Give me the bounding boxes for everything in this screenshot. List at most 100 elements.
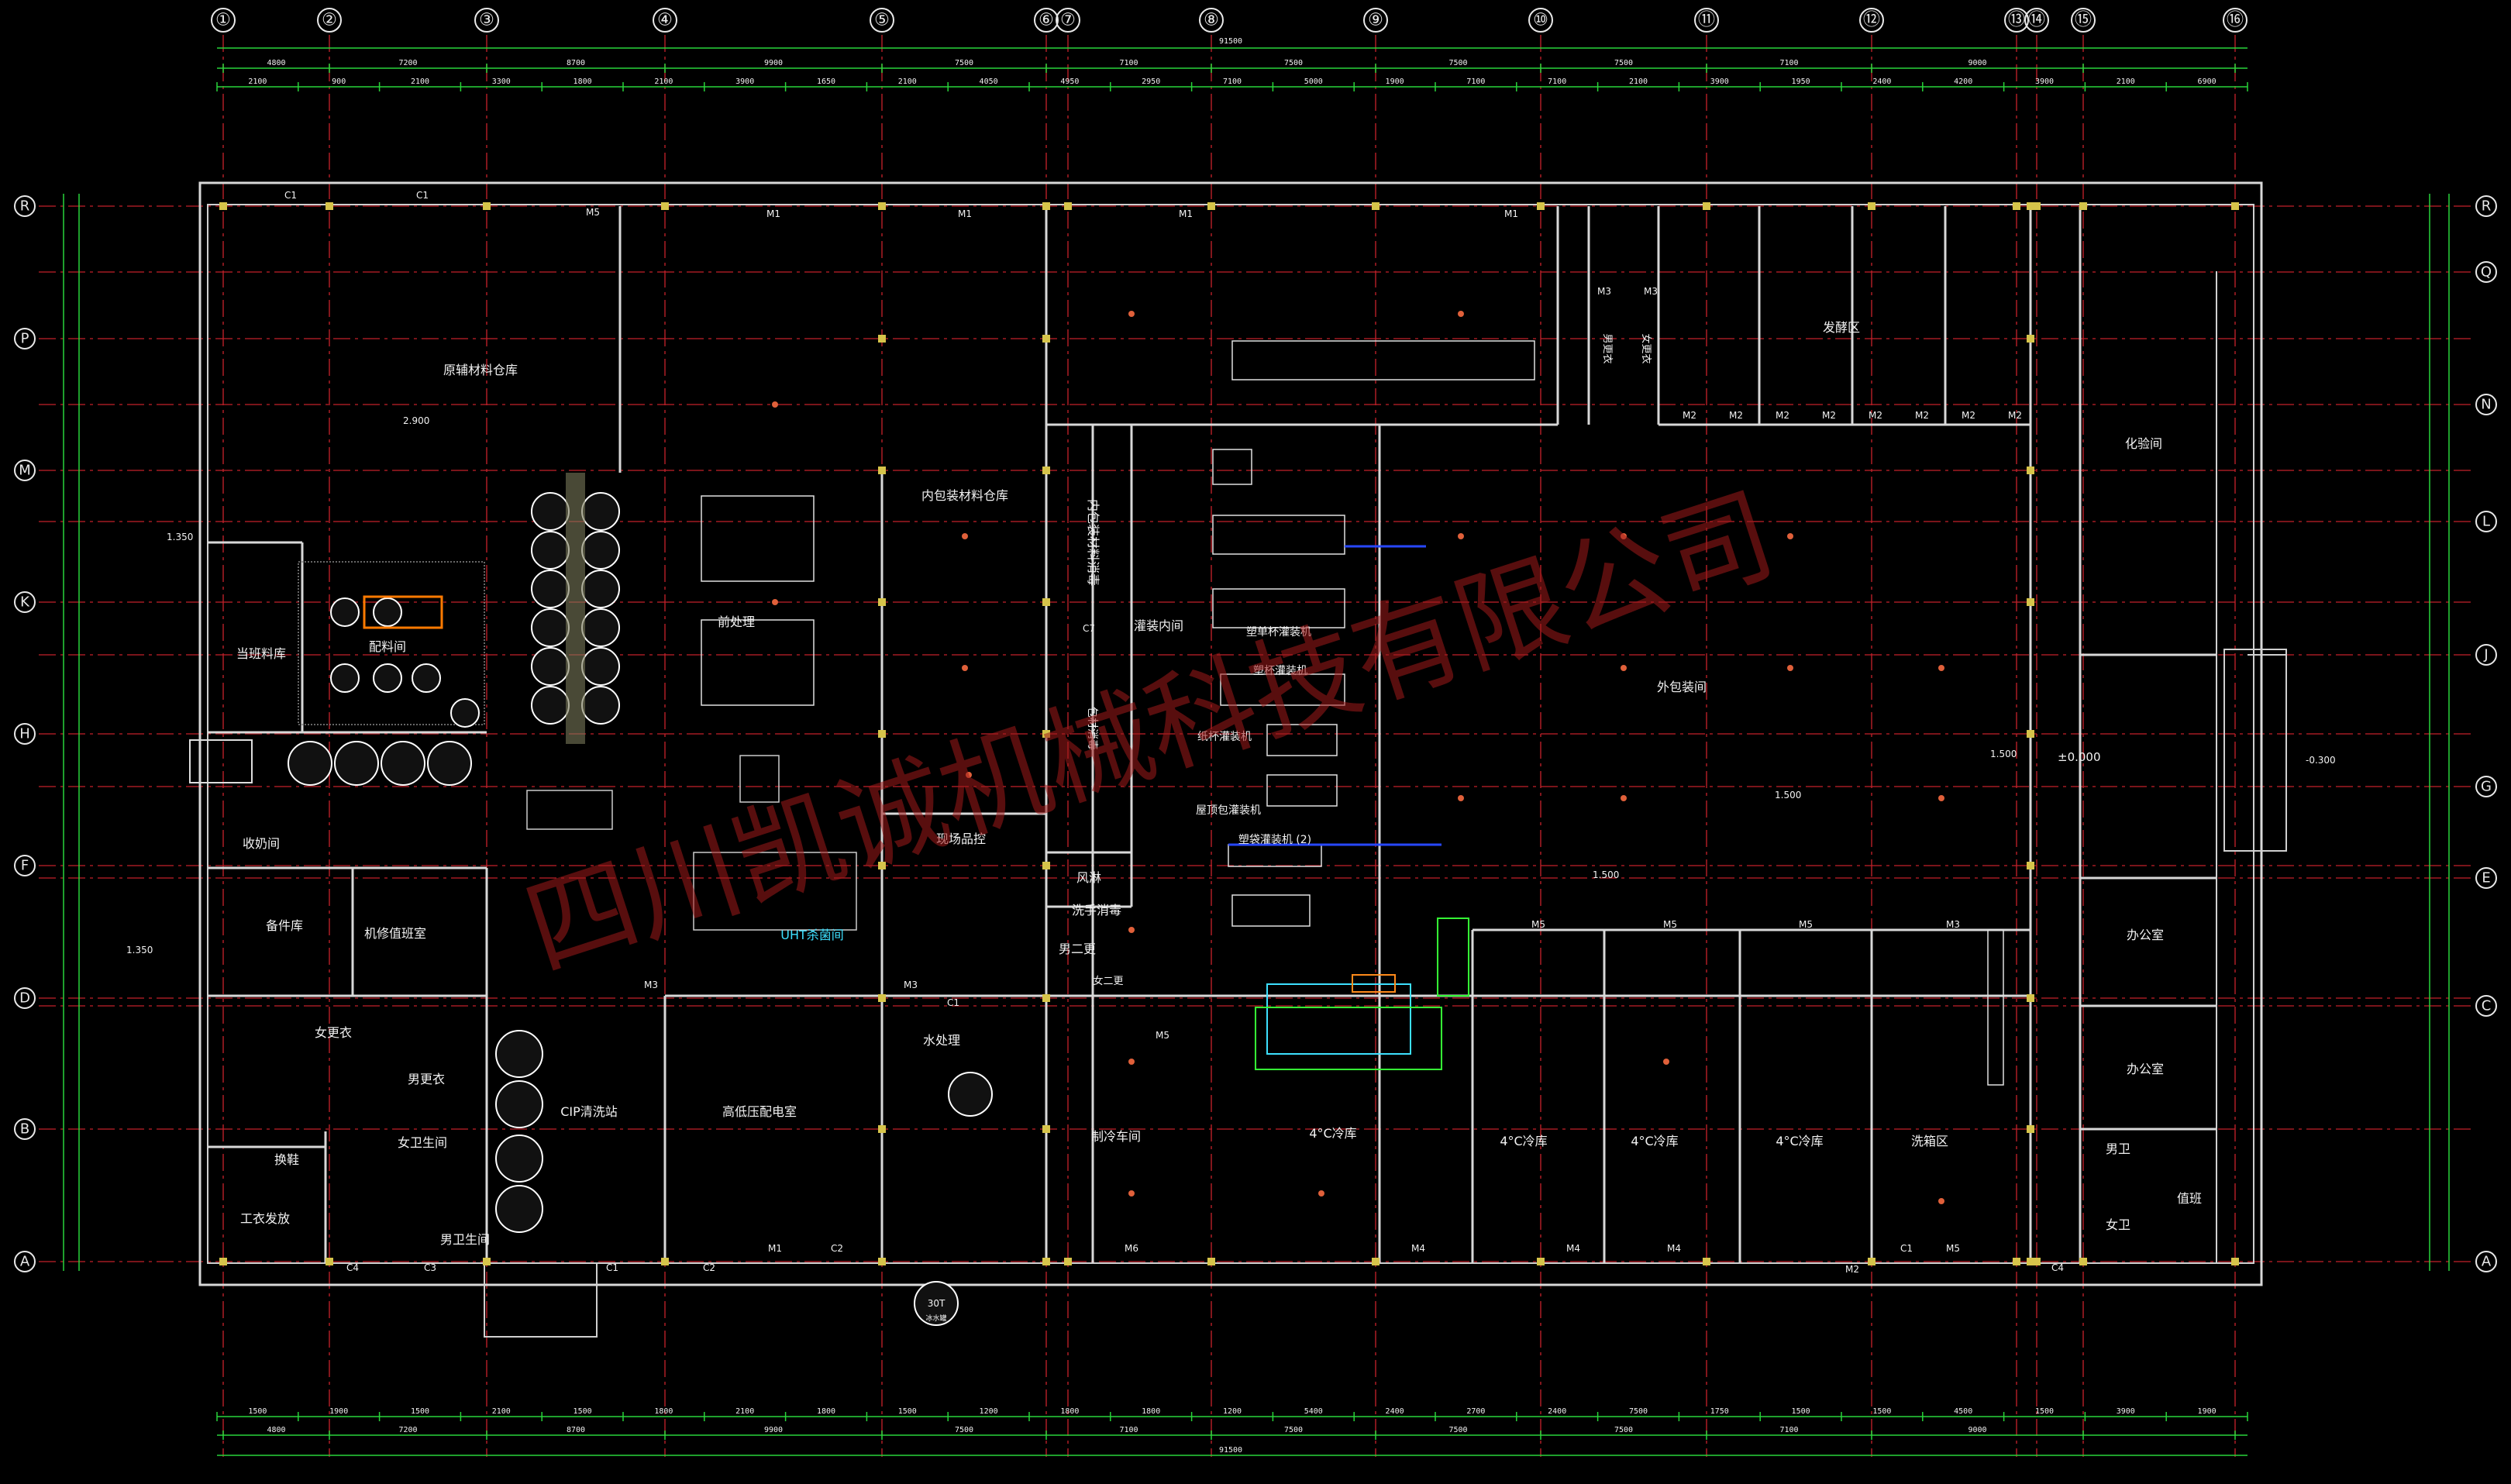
door-label: M5 [1799, 919, 1813, 930]
door-label: M4 [1411, 1243, 1425, 1254]
tank-30t-sub-label: 冰水罐 [925, 1314, 946, 1323]
bottom-dim-row2-value: 2100 [492, 1407, 511, 1416]
axis-bubble-J-right: J [2475, 644, 2497, 666]
room-male-change-top: 男更衣 [1601, 333, 1614, 363]
axis-bubble-8: ⑧ [1199, 8, 1224, 33]
bottom-dim-row2-value: 1500 [411, 1407, 429, 1416]
door-label: M3 [1597, 286, 1611, 297]
room-water: 水处理 [923, 1033, 960, 1048]
marker-dot [1621, 795, 1627, 801]
left-axis-bubbles: R P M K H F D B A [14, 195, 36, 1272]
axis-bubble-F-left: F [14, 855, 36, 876]
door-label: M5 [1946, 1243, 1960, 1254]
top-dim-row1-value: 7100 [1779, 59, 1798, 67]
door-label: C1 [947, 997, 959, 1008]
bottom-dim-row1-value: 7500 [1448, 1426, 1467, 1434]
top-dim-row2-value: 7100 [1466, 77, 1485, 86]
room-uht: UHT杀菌间 [780, 928, 844, 942]
marker-dot [1663, 1059, 1669, 1065]
structural-column [878, 467, 886, 474]
top-dim-row2-value: 2100 [654, 77, 673, 86]
marker-dot [962, 665, 968, 671]
svg-text:E: E [2482, 870, 2490, 887]
equipment-pretreat [526, 495, 857, 931]
structural-column [1537, 1258, 1545, 1265]
bottom-dim-row1-value: 7500 [955, 1426, 973, 1434]
bottom-dim-row2-value: 2100 [735, 1407, 754, 1416]
door-label: M1 [1504, 208, 1518, 219]
room-outer-pack: 外包装间 [1657, 680, 1707, 694]
axis-bubble-A-right: A [2475, 1251, 2497, 1272]
svg-text:⑦: ⑦ [1060, 11, 1076, 30]
svg-text:⑮: ⑮ [2075, 11, 2092, 30]
axis-bubble-C-right: C [2475, 995, 2497, 1017]
door-label: M3 [1644, 286, 1658, 297]
level-3: 1.350 [126, 945, 153, 955]
svg-text:R: R [20, 198, 30, 215]
bottom-dim-row1-value: 7500 [1614, 1426, 1633, 1434]
svg-text:B: B [20, 1121, 29, 1138]
bottom-dim-row2-value: 1500 [248, 1407, 267, 1416]
structural-column [483, 202, 491, 210]
door-label: M2 [1776, 410, 1789, 421]
top-dim-row2-value: 900 [332, 77, 346, 86]
level-1: 2.900 [403, 415, 429, 426]
axis-bubble-13: ⑬ [2004, 8, 2029, 33]
top-dim-row2-value: 2100 [898, 77, 917, 86]
room-duty: 值班 [2177, 1191, 2202, 1206]
svg-text:H: H [19, 726, 30, 742]
door-label: C1 [416, 190, 429, 201]
structural-column [661, 202, 669, 210]
room-refrig: 制冷车间 [1091, 1129, 1141, 1144]
axis-bubble-Q-right: Q [2475, 261, 2497, 283]
door-label: C3 [424, 1262, 436, 1273]
bottom-dim-row1-value: 4800 [267, 1426, 285, 1434]
door-label: C2 [831, 1243, 843, 1254]
right-axis-bubbles: R Q N L J G E C A [2475, 195, 2497, 1272]
equipment-filling-machines [1212, 340, 1535, 927]
axis-bubble-N-right: N [2475, 394, 2497, 415]
svg-text:K: K [20, 594, 30, 611]
room-female-wc: 女卫生间 [398, 1135, 447, 1150]
level-8: -0.300 [2306, 755, 2336, 766]
top-dim-row1-value: 8700 [567, 59, 585, 67]
room-office2: 办公室 [2127, 1062, 2164, 1076]
svg-text:⑫: ⑫ [1863, 11, 1880, 30]
bottom-dim-row2-value: 1200 [1223, 1407, 1242, 1416]
structural-column [878, 598, 886, 606]
level-5: 1.500 [1775, 790, 1801, 801]
level-6: 1.500 [1593, 869, 1619, 880]
svg-text:M: M [19, 463, 31, 479]
label-plastic-bag: 塑袋灌装机 (2) [1238, 834, 1311, 846]
door-label: M1 [768, 1243, 782, 1254]
room-inner-pack-disinfect: 内包装材料消毒 [1086, 499, 1100, 586]
svg-text:⑤: ⑤ [874, 11, 890, 30]
structural-column [1042, 467, 1050, 474]
structural-column [1042, 335, 1050, 343]
door-label: M6 [1125, 1243, 1138, 1254]
structural-column [1042, 862, 1050, 869]
marker-dot [1128, 311, 1135, 317]
structural-column [1372, 1258, 1380, 1265]
top-axis-bubbles: ① ② ③ ④ ⑤ ⑥ ⑦ ⑧ ⑨ ⑩ ⑪ ⑫ ⑬ ⑭ ⑮ ⑯ [211, 8, 2248, 33]
room-pkg-disinfect: 包材消毒 [1086, 707, 1098, 750]
bottom-dim-row2-value: 3900 [2117, 1407, 2135, 1416]
axis-bubble-R-right: R [2475, 195, 2497, 217]
top-dim-row2-value: 2100 [1629, 77, 1648, 86]
door-label: M2 [1729, 410, 1743, 421]
top-dim-row1-value: 7500 [955, 59, 973, 67]
room-spare: 备件库 [266, 918, 303, 933]
structural-column [661, 1258, 669, 1265]
structural-column [1703, 1258, 1710, 1265]
top-dim-row2-value: 7100 [1548, 77, 1566, 86]
room-male2: 男二更 [1059, 942, 1096, 956]
structural-column [219, 1258, 227, 1265]
level-7: ±0.000 [2058, 750, 2101, 764]
structural-column [2013, 1258, 2020, 1265]
marker-dot [1128, 1059, 1135, 1065]
structural-column [1207, 1258, 1215, 1265]
svg-text:J: J [2483, 647, 2488, 663]
bottom-dim-row2-value: 1500 [2035, 1407, 2054, 1416]
